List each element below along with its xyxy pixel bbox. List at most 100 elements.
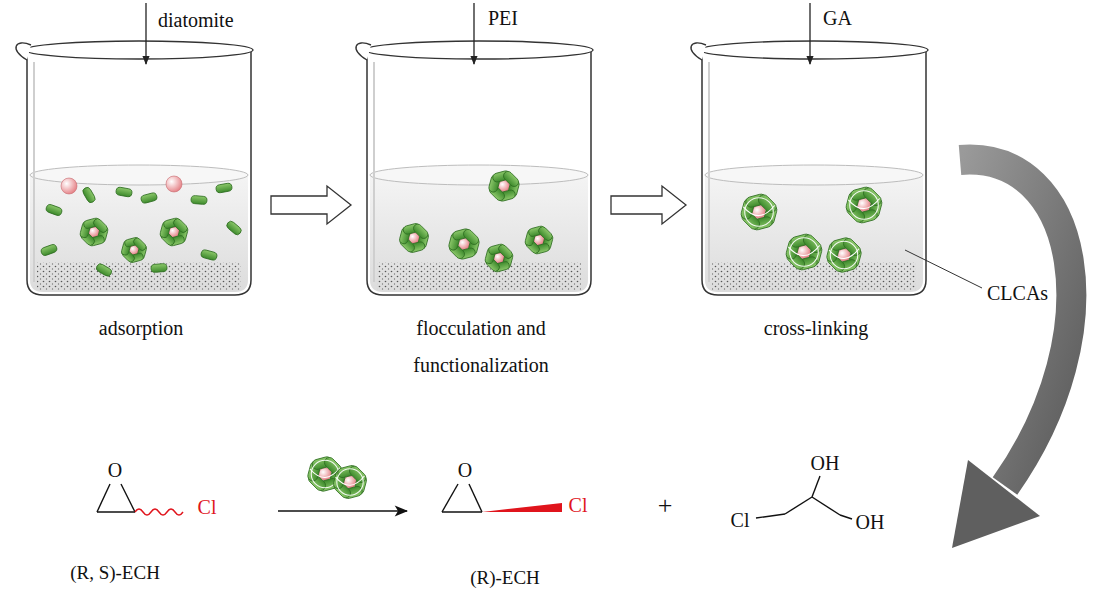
beaker (16, 41, 253, 295)
enzyme-rod (45, 204, 63, 217)
enzyme-rod (95, 263, 113, 278)
enzyme-rod (215, 183, 232, 194)
enzyme-rod (40, 244, 58, 257)
wedge-bond (482, 503, 562, 512)
chemical-structure: O Cl (R)-ECH (410, 455, 610, 594)
enzyme-rod (191, 195, 208, 204)
beaker (691, 41, 928, 295)
cross-link (829, 249, 859, 259)
atom-label: OH (856, 510, 885, 534)
atom-label: O (108, 458, 122, 482)
enzyme-rod (497, 243, 514, 260)
beaker-spout (691, 43, 706, 60)
enzyme-rod (200, 249, 218, 261)
process-step: flocculation and functionalization (355, 30, 607, 388)
enzyme-rod (412, 222, 430, 240)
bond (121, 484, 135, 512)
bond (469, 484, 482, 512)
enzyme-rod (502, 170, 521, 189)
bond (840, 515, 852, 519)
glass-highlight (33, 62, 35, 282)
liquid (705, 175, 923, 292)
enzyme-rod (756, 193, 778, 215)
step-label: adsorption (15, 310, 267, 347)
leader-line (905, 250, 982, 288)
bond (756, 514, 785, 518)
beaker-spout (356, 43, 371, 60)
process-arrow-band (960, 160, 1071, 486)
chemical-structure: OH Cl OH (715, 440, 890, 540)
plus-sign: + (658, 494, 673, 518)
reagent-label: PEI (488, 6, 518, 30)
wavy-bond (135, 509, 183, 515)
glass-highlight (708, 62, 710, 282)
reagent-label: diatomite (158, 8, 234, 32)
compound-name: (R, S)-ECH (70, 561, 160, 585)
compound-name: (R)-ECH (470, 566, 540, 590)
enzyme-rod (140, 192, 158, 204)
callout-label: CLCAs (987, 281, 1048, 305)
cross-link (743, 206, 774, 216)
bond (812, 497, 840, 515)
enzyme-rod (172, 217, 189, 234)
beaker-contents (398, 170, 553, 273)
chemical-structure: O Cl (R, S)-ECH (60, 455, 275, 590)
bond (442, 511, 482, 512)
process-arrow-head (952, 460, 1040, 548)
beaker-rim (365, 41, 593, 59)
process-step: cross-linking (690, 30, 942, 385)
atom-label: O (458, 458, 472, 482)
beaker-body (27, 52, 251, 295)
atom-label: OH (811, 451, 840, 475)
process-step: adsorption (15, 30, 267, 385)
beaker-rim (25, 41, 253, 59)
sediment (377, 262, 581, 290)
sediment (37, 262, 241, 290)
feed-arrow (809, 3, 810, 64)
bond (97, 511, 135, 512)
process-arrow (952, 160, 1071, 548)
glass-highlight (373, 62, 375, 282)
beaker-body (702, 52, 926, 295)
enzyme-rod (92, 217, 109, 234)
enzyme-rod (132, 237, 147, 252)
beaker-body (367, 52, 591, 295)
cross-link (788, 246, 819, 256)
enzyme-rod (861, 186, 883, 208)
bond (785, 497, 812, 514)
enzyme-rod (347, 464, 367, 484)
beaker-contents (40, 176, 243, 277)
feed-arrow (473, 3, 474, 64)
enzyme-rod (537, 225, 554, 242)
enzyme-rod (801, 233, 823, 255)
beaker (356, 41, 593, 295)
enzyme-rod (462, 228, 481, 247)
carrier-particle (166, 176, 182, 192)
atom-label: Cl (731, 508, 750, 532)
atom-label: Cl (569, 493, 588, 517)
bond (97, 484, 110, 512)
bond (442, 484, 458, 512)
liquid-surface (705, 165, 923, 185)
clca-icon (306, 455, 367, 499)
reagent-label: GA (823, 6, 852, 30)
enzyme-rod (82, 186, 97, 204)
step-label: flocculation and functionalization (355, 310, 607, 384)
atom-label: Cl (198, 495, 217, 519)
liquid (370, 175, 588, 292)
cross-link (336, 476, 365, 485)
enzyme-rod (115, 187, 132, 198)
enzyme-rod (151, 263, 168, 272)
liquid-surface (370, 165, 588, 185)
bond (812, 476, 820, 497)
block-arrow (271, 186, 351, 224)
cross-link (848, 199, 879, 209)
liquid (30, 175, 248, 292)
feed-arrow (145, 3, 146, 64)
block-arrow (611, 186, 686, 224)
step-label: cross-linking (690, 310, 942, 347)
beaker-rim (700, 41, 928, 59)
